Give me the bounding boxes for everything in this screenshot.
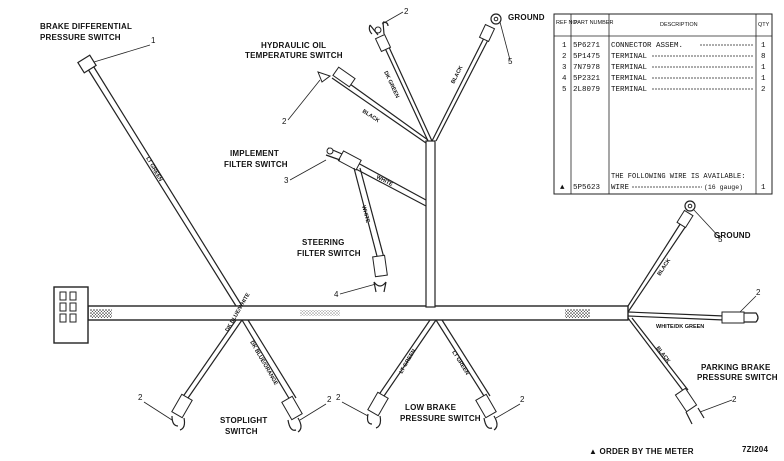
row1-part: 5P6271 — [573, 42, 601, 50]
stoplight-right-wire — [241, 319, 327, 433]
ground-top-wire — [431, 13, 511, 142]
label-parking-1: PARKING BRAKE — [701, 363, 771, 372]
row3-ref: 3 — [562, 64, 567, 72]
wire-label-white-steer: WHITE — [360, 205, 370, 224]
wire-row-qty: 1 — [761, 184, 766, 192]
label-parking-2: PRESSURE SWITCH — [697, 373, 778, 382]
callout-4: 4 — [334, 290, 339, 299]
label-stoplight-1: STOPLIGHT — [220, 416, 267, 425]
label-lowbrake-2: PRESSURE SWITCH — [400, 414, 481, 423]
wire-label-lt-green: LT GREEN — [144, 156, 163, 183]
implement-wire — [289, 147, 427, 207]
callout-5-top: 5 — [508, 57, 513, 66]
wire-label-white-dk-green: WHITE/DK GREEN — [656, 324, 704, 330]
wire-row-ref: ▲ — [560, 184, 565, 192]
row4-desc: TERMINAL — [611, 75, 648, 83]
table-row: 1 5P6271 CONNECTOR ASSEM. 1 — [562, 42, 766, 50]
table-row: ▲ 5P5623 WIRE (16 gauge) 1 — [560, 184, 766, 192]
wire-label-black-hyd: BLACK — [361, 109, 380, 125]
stoplight-left-wire — [143, 319, 243, 431]
dk-green-wire — [368, 11, 433, 142]
row2-ref: 2 — [562, 53, 567, 61]
right-ground-wire — [627, 200, 721, 313]
table-header-qty: QTY — [758, 22, 770, 28]
table-row: 4 5P2321 TERMINAL 1 — [562, 75, 766, 83]
vertical-branch — [425, 140, 436, 308]
callout-numbers: 1 2 2 3 5 4 5 2 2 2 2 2 2 — [138, 7, 761, 404]
wire-label-white-impl: WHITE — [375, 174, 394, 188]
callout-2-top: 2 — [404, 7, 409, 16]
label-steering-1: STEERING — [302, 238, 345, 247]
component-labels: BRAKE DIFFERENTIAL PRESSURE SWITCH HYDRA… — [40, 13, 778, 456]
row1-qty: 1 — [761, 42, 766, 50]
row2-part: 5P1475 — [573, 53, 601, 61]
callout-5-right: 5 — [718, 235, 723, 244]
steering-wire — [339, 167, 388, 295]
label-lowbrake-1: LOW BRAKE — [405, 403, 457, 412]
row5-part: 2L8079 — [573, 86, 600, 94]
parts-table: REF NO. PART NUMBER DESCRIPTION QTY 1 5P… — [553, 13, 773, 195]
main-trunk — [87, 305, 629, 321]
right-parking-wire — [627, 317, 733, 425]
callout-3: 3 — [284, 176, 289, 185]
table-note: THE FOLLOWING WIRE IS AVAILABLE: — [611, 173, 745, 181]
row2-desc: TERMINAL — [611, 53, 648, 61]
row3-desc: TERMINAL — [611, 64, 648, 72]
label-stoplight-2: SWITCH — [225, 427, 258, 436]
callout-2-stop-left: 2 — [138, 393, 143, 402]
row3-part: 7N7978 — [573, 64, 600, 72]
row4-ref: 4 — [562, 75, 567, 83]
table-header-ref: REF NO. — [556, 20, 579, 26]
callout-2-stop-right: 2 — [327, 395, 332, 404]
callout-2-parking: 2 — [732, 395, 737, 404]
lowbrake-left-wire — [341, 319, 437, 429]
label-implement-1: IMPLEMENT — [230, 149, 279, 158]
row5-desc: TERMINAL — [611, 86, 648, 94]
row4-qty: 1 — [761, 75, 766, 83]
order-note: ▲ ORDER BY THE METER — [589, 447, 694, 456]
lowbrake-right-wire — [435, 319, 521, 431]
row4-part: 5P2321 — [573, 75, 601, 83]
callout-2-low-left: 2 — [336, 393, 341, 402]
callout-2-white-dk-green: 2 — [756, 288, 761, 297]
table-row: 3 7N7978 TERMINAL 1 — [562, 64, 766, 72]
wire-row-part: 5P5623 — [573, 184, 601, 192]
drawing-number: 7ZI204 — [742, 445, 768, 454]
callout-1: 1 — [151, 36, 156, 45]
table-row: 2 5P1475 TERMINAL 8 — [562, 53, 766, 61]
wire-label-lt-green-b: LT GREEN — [450, 350, 470, 376]
label-hyd-oil-2: TEMPERATURE SWITCH — [245, 51, 343, 60]
row2-qty: 8 — [761, 53, 766, 61]
wire-row-desc: WIRE — [611, 184, 630, 192]
label-ground-top: GROUND — [508, 13, 545, 22]
label-steering-2: FILTER SWITCH — [297, 249, 361, 258]
hydraulic-oil-wire — [287, 66, 429, 144]
callout-2-hyd: 2 — [282, 117, 287, 126]
label-ground-right: GROUND — [714, 231, 751, 240]
row1-desc: CONNECTOR ASSEM. — [611, 42, 683, 50]
label-hyd-oil-1: HYDRAULIC OIL — [261, 41, 326, 50]
row5-ref: 5 — [562, 86, 567, 94]
label-brake-diff-2: PRESSURE SWITCH — [40, 33, 121, 42]
label-brake-diff-1: BRAKE DIFFERENTIAL — [40, 22, 132, 31]
label-implement-2: FILTER SWITCH — [224, 160, 288, 169]
wire-label-black-right-up: BLACK — [657, 258, 673, 277]
connector-assembly — [53, 286, 89, 344]
table-header-desc: DESCRIPTION — [660, 22, 698, 28]
row1-ref: 1 — [562, 42, 567, 50]
brake-diff-wire — [77, 44, 243, 307]
callout-2-low-right: 2 — [520, 395, 525, 404]
row5-qty: 2 — [761, 86, 766, 94]
table-row: 5 2L8079 TERMINAL 2 — [562, 86, 766, 94]
right-white-dk-green-wire — [627, 295, 759, 324]
table-header-part: PART NUMBER — [574, 20, 613, 26]
row3-qty: 1 — [761, 64, 766, 72]
wire-row-gauge: (16 gauge) — [704, 184, 743, 191]
wire-label-black-right-down: BLACK — [654, 346, 671, 365]
